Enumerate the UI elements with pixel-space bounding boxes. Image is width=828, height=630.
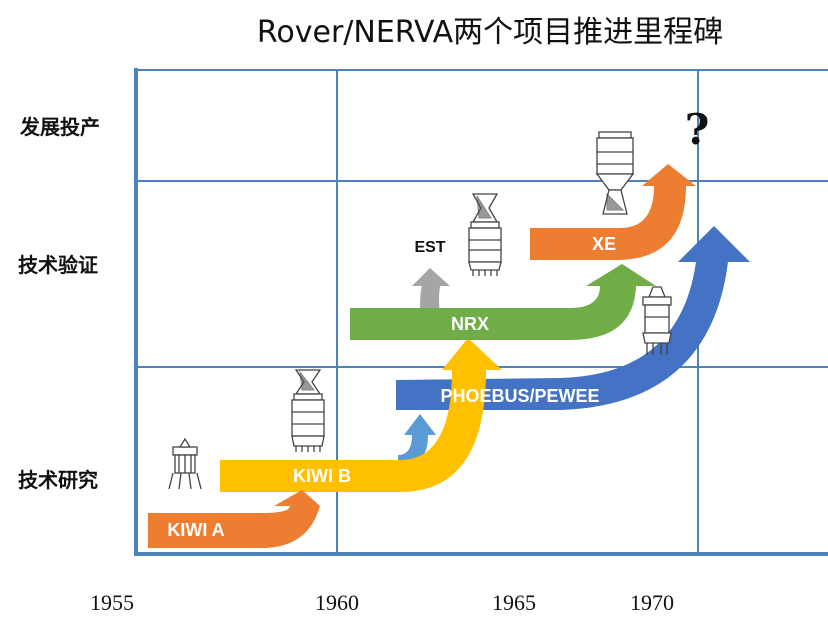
arrow-xe: [530, 164, 696, 260]
y-level-production: 发展投产: [19, 115, 100, 139]
arrow-kiwi-a: [148, 490, 320, 548]
kiwi-b-engine-icon: [291, 369, 325, 452]
x-year-1965: 1965: [492, 590, 536, 615]
diagram-title: Rover/NERVA两个项目推进里程碑: [257, 15, 723, 50]
unknown-future-mark: ?: [685, 105, 710, 154]
kiwi-a-engine-icon: [168, 437, 202, 490]
est-engine-icon: [468, 193, 502, 276]
label-est: EST: [414, 239, 445, 256]
x-year-1970: 1970: [630, 590, 674, 615]
arrow-kiwi-b-to-phoebus: [398, 414, 436, 462]
label-phoebus: PHOEBUS/PEWEE: [440, 386, 599, 406]
x-year-1960: 1960: [315, 590, 359, 615]
arrow-phoebus: [396, 226, 750, 410]
label-kiwi-a: KIWI A: [167, 520, 224, 540]
x-year-1955: 1955: [90, 590, 134, 615]
label-nrx: NRX: [451, 314, 489, 334]
label-kiwi-b: KIWI B: [293, 466, 351, 486]
phoebus-engine-icon: [642, 286, 672, 355]
label-xe: XE: [592, 234, 616, 254]
y-level-validation: 技术验证: [18, 253, 98, 277]
xe-engine-icon: [595, 131, 635, 215]
arrow-est: [412, 268, 450, 312]
y-level-research: 技术研究: [18, 468, 98, 492]
arrow-nrx: [350, 264, 656, 340]
arrow-kiwi-b: [220, 338, 502, 492]
